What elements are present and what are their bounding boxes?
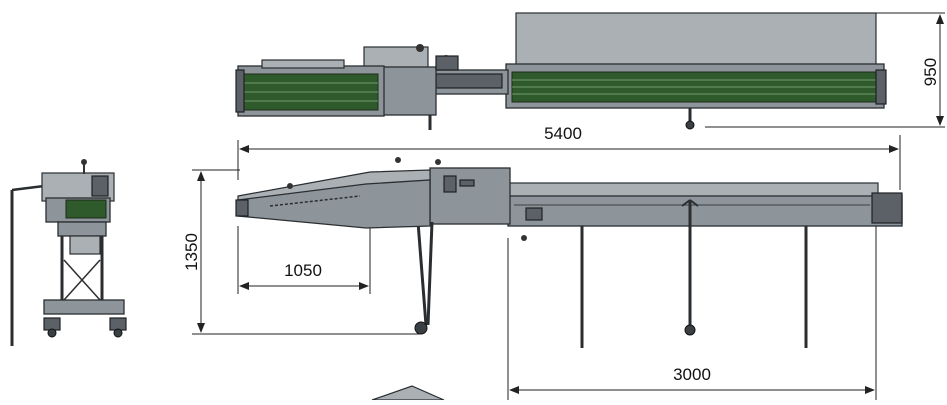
total-length-dimension: 5400	[237, 124, 901, 190]
side-view: 1350 1050 3000	[182, 157, 903, 400]
side-main-cabinet	[429, 167, 511, 225]
partial-detail	[371, 385, 445, 401]
top-long-hood	[515, 12, 877, 67]
dimension-height-side: 1350	[182, 233, 201, 271]
side-outfeed-top	[507, 182, 879, 198]
top-view: 950	[235, 12, 945, 130]
side-central-leg	[416, 221, 428, 326]
top-main-body	[381, 66, 437, 116]
dimension-total-length: 5400	[544, 124, 582, 143]
dimension-height-top: 950	[921, 58, 940, 86]
dimension-infeed: 1050	[284, 261, 322, 280]
front-belt	[65, 199, 107, 219]
side-outfeed-frame	[507, 195, 903, 227]
front-view	[10, 159, 127, 346]
dimension-outfeed: 3000	[673, 365, 711, 384]
